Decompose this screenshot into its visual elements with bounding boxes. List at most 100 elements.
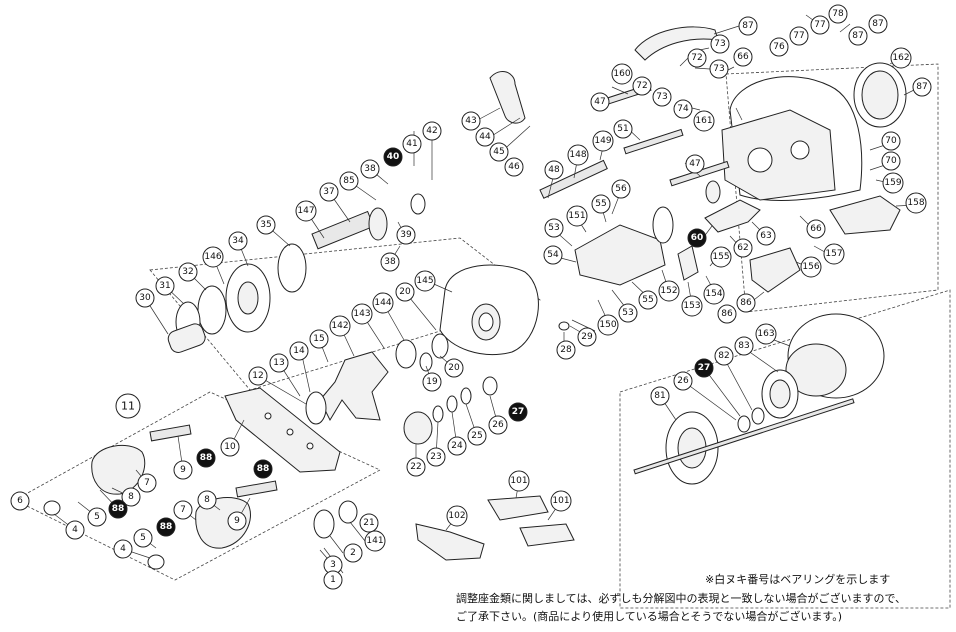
callout-62: 62 [733, 238, 753, 258]
callout-54: 54 [543, 245, 563, 265]
svg-text:101: 101 [552, 496, 569, 506]
svg-text:88: 88 [112, 504, 125, 514]
callout-38: 38 [380, 252, 400, 272]
side-cover-inner-part [861, 70, 899, 120]
svg-text:8: 8 [128, 492, 134, 502]
callout-87: 87 [912, 77, 932, 97]
gear-washer-part [197, 285, 227, 335]
svg-text:163: 163 [757, 329, 774, 339]
callout-150: 150 [597, 314, 619, 336]
washer-disclaimer-line-1: 調整座金類に関しましては、必ずしも分解図中の表現と一致しない場合がございますので… [456, 592, 907, 605]
svg-text:56: 56 [615, 184, 627, 194]
kick-lever-part [749, 247, 801, 293]
callout-26: 26 [488, 415, 508, 435]
levelwind-pipe-b-part [623, 128, 684, 155]
svg-text:10: 10 [224, 442, 236, 452]
callout-14: 14 [289, 341, 309, 361]
callout-72: 72 [687, 48, 707, 68]
handle-group-box [14, 391, 381, 581]
callout-23: 23 [426, 447, 446, 467]
callout-51: 51 [613, 119, 633, 139]
svg-text:60: 60 [691, 233, 704, 243]
svg-text:147: 147 [297, 206, 314, 216]
spring-28-part [558, 321, 570, 331]
svg-text:24: 24 [451, 441, 463, 451]
svg-text:20: 20 [399, 287, 411, 297]
bearing-27-part [482, 376, 498, 396]
callout-40: 40 [383, 147, 403, 167]
svg-text:13: 13 [273, 358, 284, 368]
svg-text:77: 77 [793, 31, 804, 41]
callout-22: 22 [406, 457, 426, 477]
svg-text:145: 145 [416, 276, 433, 286]
callout-45: 45 [489, 142, 509, 162]
svg-text:73: 73 [714, 39, 725, 49]
svg-text:28: 28 [560, 345, 572, 355]
callout-160: 160 [611, 63, 633, 85]
callout-163: 163 [755, 323, 777, 345]
callout-70: 70 [881, 131, 901, 151]
callout-43: 43 [461, 111, 481, 131]
callout-27: 27 [694, 358, 714, 378]
svg-text:141: 141 [366, 536, 383, 546]
spacer-23-part [432, 405, 444, 423]
svg-text:45: 45 [493, 147, 504, 157]
brake-ring-inner-part [769, 379, 791, 409]
callout-47: 47 [590, 92, 610, 112]
callout-1: 1 [323, 570, 343, 590]
bearing-19-part [419, 352, 433, 372]
svg-text:146: 146 [204, 252, 221, 262]
worm-shaft-part [539, 159, 608, 199]
callout-141: 141 [364, 530, 386, 552]
callout-162: 162 [890, 47, 912, 69]
callout-56: 56 [611, 179, 631, 199]
svg-text:152: 152 [660, 286, 677, 296]
star-drag-gear-part [368, 207, 388, 241]
callout-21: 21 [359, 513, 379, 533]
callout-156: 156 [800, 256, 822, 278]
clutch-bar-part [634, 26, 719, 61]
pinion-assembly-part [574, 224, 666, 286]
spool-bearing-26-part [737, 415, 751, 433]
svg-text:142: 142 [331, 321, 348, 331]
lock-plate-b-part [519, 523, 575, 547]
callout-88: 88 [156, 517, 176, 537]
frame-bore-a [747, 147, 773, 173]
callout-88: 88 [253, 459, 273, 479]
star-drag-part [319, 351, 389, 422]
callout-73: 73 [652, 87, 672, 107]
svg-text:87: 87 [742, 21, 753, 31]
svg-text:63: 63 [760, 231, 771, 241]
svg-text:66: 66 [737, 52, 749, 62]
svg-text:9: 9 [234, 516, 240, 526]
svg-text:101: 101 [510, 476, 527, 486]
svg-text:25: 25 [471, 431, 482, 441]
callout-5: 5 [133, 528, 153, 548]
svg-text:150: 150 [599, 320, 616, 330]
svg-text:26: 26 [677, 376, 689, 386]
svg-text:72: 72 [636, 81, 647, 91]
svg-text:53: 53 [622, 308, 633, 318]
callout-151: 151 [566, 205, 588, 227]
callout-30: 30 [135, 288, 155, 308]
part-illustrations [43, 26, 907, 570]
svg-text:144: 144 [374, 298, 391, 308]
callout-60: 60 [687, 228, 707, 248]
frame-body-part [721, 109, 836, 201]
callouts: 87 73 72 73 66 160 78 77 77 87 87 76 162… [10, 4, 932, 590]
callout-26: 26 [673, 371, 693, 391]
svg-text:66: 66 [810, 224, 822, 234]
callout-85: 85 [339, 171, 359, 191]
callout-157: 157 [823, 243, 845, 265]
callout-6: 6 [10, 491, 30, 511]
washer-disclaimer-line-2: ご了承下さい。(商品により使用している場合とそうでない場合がございます。) [456, 610, 843, 623]
callout-81: 81 [650, 386, 670, 406]
svg-text:73: 73 [656, 92, 667, 102]
callout-53: 53 [618, 303, 638, 323]
svg-text:37: 37 [323, 187, 334, 197]
svg-text:1: 1 [330, 575, 336, 585]
svg-text:19: 19 [426, 377, 438, 387]
drag-washer-part [410, 193, 426, 215]
callout-4: 4 [65, 520, 85, 540]
svg-text:20: 20 [448, 363, 460, 373]
